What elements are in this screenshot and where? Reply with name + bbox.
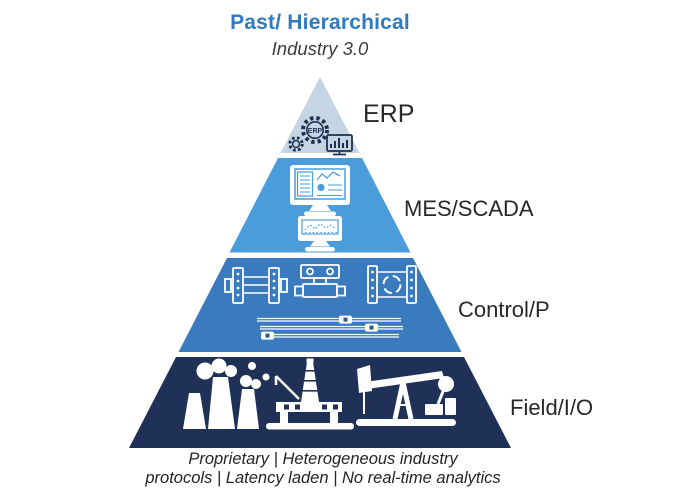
cooling-towers-icon	[183, 358, 270, 429]
tier-label-mes-scada: MES/SCADA	[404, 196, 534, 221]
control-valves-sliders-icon	[224, 264, 417, 340]
diagram-subtitle: Industry 3.0	[271, 38, 369, 59]
tier-label-field: Field/I/O	[510, 395, 594, 420]
pumpjack-icon	[356, 365, 456, 426]
field-industrial-sites-icon	[183, 358, 456, 430]
diagram-title: Past/ Hierarchical	[230, 11, 410, 34]
caption-line-1: Proprietary | Heterogeneous industry	[188, 450, 458, 468]
title-block: Past/ Hierarchical Industry 3.0	[120, 11, 520, 60]
erp-icon-label: ERP	[308, 128, 323, 135]
offshore-rig-icon	[266, 358, 354, 430]
tier-control-shape	[178, 258, 462, 352]
bottom-caption: Proprietary | Heterogeneous industry pro…	[73, 450, 573, 487]
tier-label-control: Control/P	[458, 297, 550, 322]
erp-gear-system-icon: ERP	[288, 116, 353, 156]
tier-label-erp: ERP	[363, 100, 415, 128]
caption-line-2: protocols | Latency laden | No real-time…	[145, 468, 501, 487]
scada-monitors-icon	[290, 165, 350, 252]
tier-erp-shape	[280, 77, 360, 153]
